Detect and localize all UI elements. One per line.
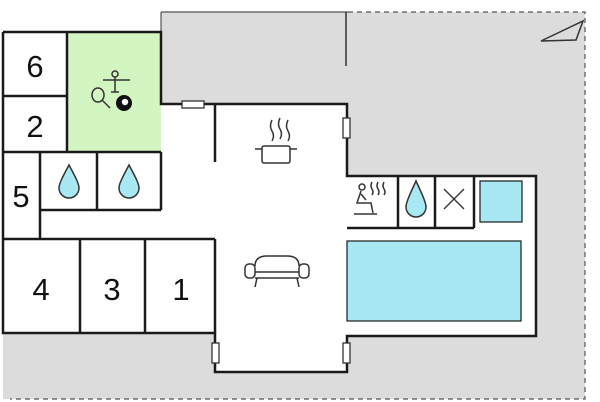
room-label-5: 5 (12, 179, 29, 214)
room-label-2: 2 (26, 109, 43, 144)
window-bottom-left (211, 342, 220, 364)
plunge-pool (480, 181, 522, 222)
ping-pong-icon (91, 87, 111, 109)
cross-icon (443, 188, 465, 210)
shower-drop-icon (118, 163, 140, 199)
window-top (181, 100, 205, 109)
window-bottom-right (342, 342, 351, 364)
terrace-right (349, 12, 585, 132)
window-right (342, 117, 351, 139)
shower-drop-icon (58, 163, 80, 199)
swimming-pool (347, 241, 521, 321)
sauna-icon (354, 181, 386, 215)
cooking-pot-icon (255, 117, 297, 164)
room-label-6: 6 (26, 49, 43, 84)
table-football-icon (103, 70, 130, 93)
plunge-pool-edge (479, 180, 523, 223)
windows (181, 100, 351, 364)
billiard-ball-icon (116, 95, 132, 111)
terrace-bottom-left (3, 333, 218, 399)
sofa-icon (244, 255, 310, 288)
room-label-1: 1 (172, 272, 189, 307)
living-area (215, 104, 347, 372)
room-label-3: 3 (103, 272, 120, 307)
property-boundary (10, 11, 586, 400)
shower-drop-icon (405, 179, 427, 218)
pool-edge (346, 240, 522, 322)
north-arrow-icon (540, 19, 585, 42)
walls (1, 30, 538, 374)
room-label-4: 4 (32, 272, 49, 307)
